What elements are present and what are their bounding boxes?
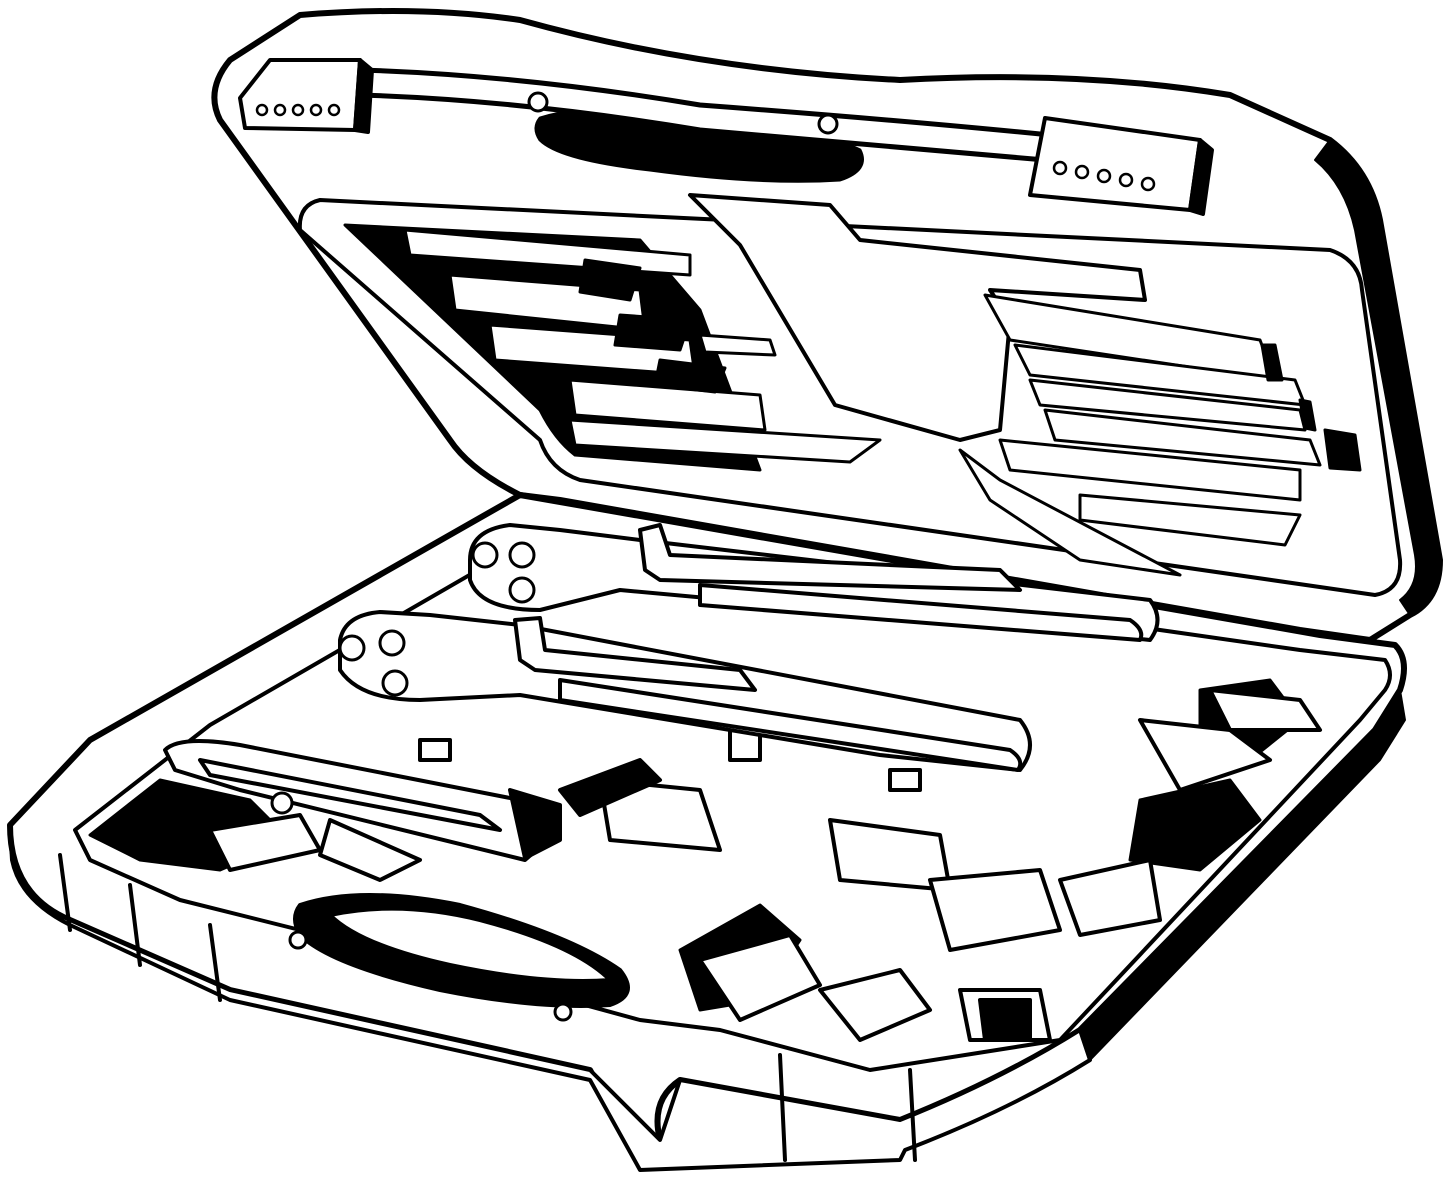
tool-upper-screw-3 bbox=[508, 576, 536, 604]
base-blocks bbox=[208, 688, 1322, 1042]
case-lid bbox=[211, 8, 1443, 643]
tool-lower-screw-3 bbox=[381, 669, 409, 697]
tool-lower-screw-1 bbox=[338, 634, 366, 662]
lid-clasp-left bbox=[238, 58, 374, 134]
base-right-cavity bbox=[1128, 778, 1262, 872]
small-tool-left bbox=[163, 739, 562, 862]
lid-rivet-right bbox=[817, 113, 839, 135]
pressing-tool-lower bbox=[338, 610, 1032, 772]
lid-edge-shadow bbox=[1314, 139, 1441, 616]
lid-rivet-left bbox=[527, 91, 549, 113]
tool-upper-screw-1 bbox=[471, 541, 499, 569]
base-rivet-right bbox=[553, 1002, 573, 1022]
lid-slots-right bbox=[983, 293, 1362, 502]
lid-lower-tray bbox=[1078, 493, 1302, 547]
lid-clasp-right bbox=[1028, 116, 1214, 216]
tool-lower-screw-2 bbox=[378, 629, 406, 657]
small-tool-screw bbox=[270, 791, 294, 815]
lid-wedge bbox=[958, 448, 1182, 577]
base-rivet-left bbox=[288, 930, 308, 950]
base-front-ridges bbox=[58, 853, 917, 1162]
tool-upper-screw-2 bbox=[508, 541, 536, 569]
lid-slots-left bbox=[403, 228, 882, 464]
base-handle-grip bbox=[328, 906, 612, 983]
pressing-tool-upper bbox=[468, 523, 1160, 642]
case-base bbox=[7, 492, 1407, 1172]
